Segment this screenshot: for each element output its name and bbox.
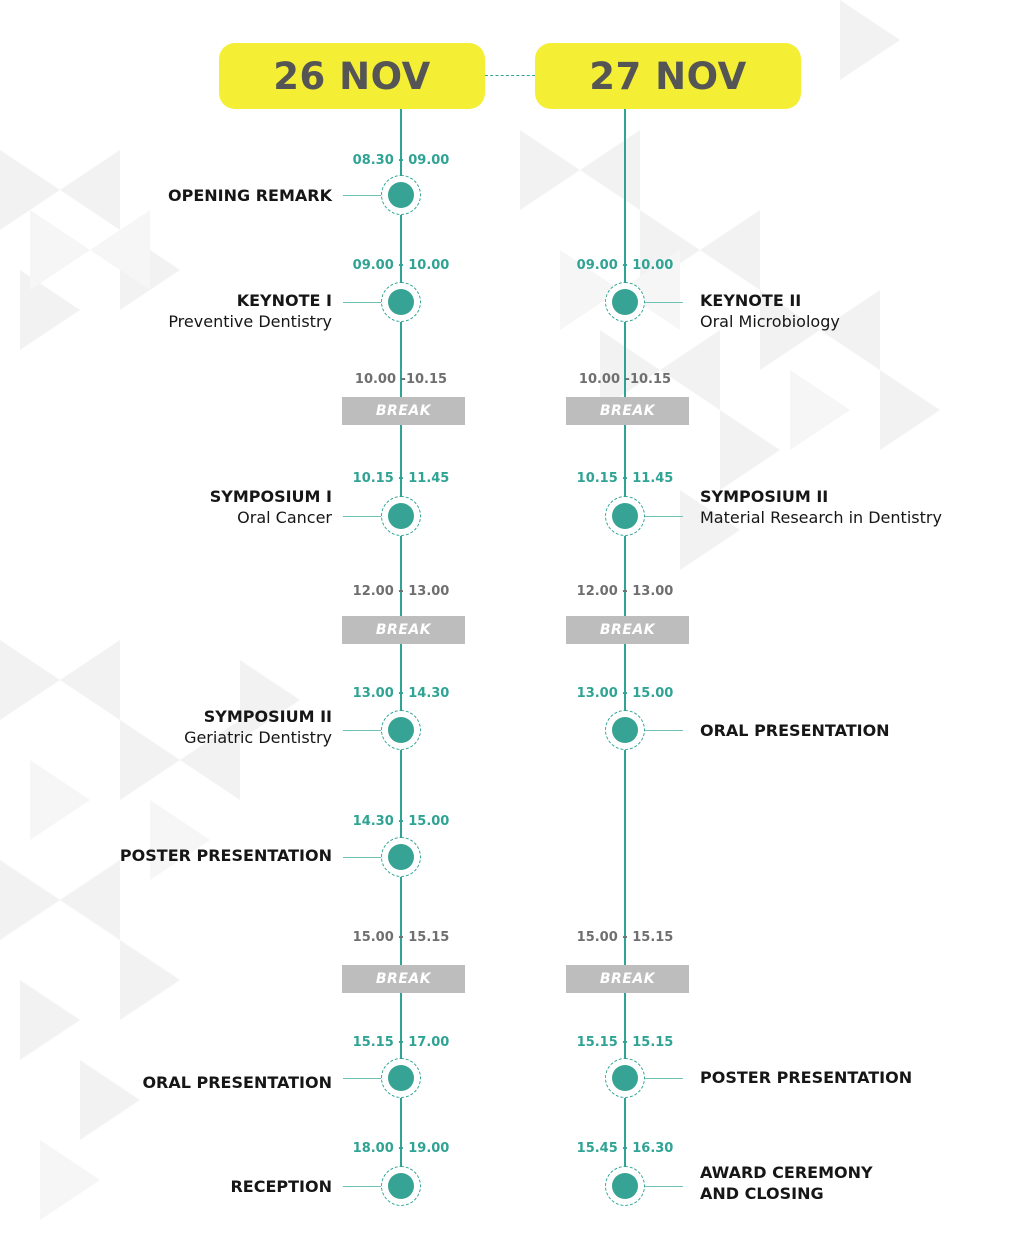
event-title: RECEPTION [230,1177,332,1196]
event-title: OPENING REMARK [168,186,332,205]
event-title: POSTER PRESENTATION [700,1068,913,1087]
event-marker [605,710,645,750]
event-subtitle: Oral Cancer [237,508,332,527]
event-marker [381,1166,421,1206]
timeline-line-day1 [400,109,402,1202]
event-title: POSTER PRESENTATION [119,846,332,865]
event-time: 15.45 - 16.30 [576,1141,674,1156]
marker-dot [612,503,638,529]
break-time: 12.00 - 13.00 [352,584,450,599]
event-connector [645,516,683,517]
marker-dot [612,717,638,743]
event-title: ORAL PRESENTATION [142,1073,332,1092]
marker-dot [612,1173,638,1199]
marker-dot [612,289,638,315]
event-label: KEYNOTE I Preventive Dentistry [168,290,332,332]
marker-dot [388,1065,414,1091]
event-time: 10.15 - 11.45 [352,471,450,486]
break-bar: BREAK [566,965,689,993]
event-connector [343,730,381,731]
event-title-line2: AND CLOSING [700,1184,824,1203]
event-marker [381,837,421,877]
event-label: ORAL PRESENTATION [142,1072,332,1093]
event-title: ORAL PRESENTATION [700,721,890,740]
event-marker [605,1166,645,1206]
event-label: SYMPOSIUM I Oral Cancer [210,486,332,528]
event-connector [343,302,381,303]
event-connector [645,730,683,731]
event-connector [645,1186,683,1187]
event-marker [605,282,645,322]
break-time: 15.00 - 15.15 [352,930,450,945]
marker-dot [388,182,414,208]
event-time: 14.30 - 15.00 [352,814,450,829]
marker-dot [612,1065,638,1091]
break-bar: BREAK [342,965,465,993]
break-time: 15.00 - 15.15 [576,930,674,945]
event-label: ORAL PRESENTATION [700,720,890,741]
event-connector [343,1078,381,1079]
day-header-27-nov: 27 NOV [535,43,801,109]
event-subtitle: Material Research in Dentistry [700,508,942,527]
event-title: SYMPOSIUM I [209,487,332,506]
event-label: KEYNOTE II Oral Microbiology [700,290,840,332]
event-label: OPENING REMARK [168,185,332,206]
event-marker [605,496,645,536]
day-connector-line [485,75,535,76]
event-time: 09.00 - 10.00 [352,258,450,273]
event-marker [381,175,421,215]
event-connector [645,1078,683,1079]
event-connector [343,516,381,517]
marker-dot [388,844,414,870]
day-header-26-nov: 26 NOV [219,43,485,109]
break-time: 10.00 -10.15 [354,372,448,387]
event-time: 13.00 - 15.00 [576,686,674,701]
event-label: SYMPOSIUM II Material Research in Dentis… [700,486,942,528]
event-marker [381,282,421,322]
event-subtitle: Geriatric Dentistry [184,728,332,747]
event-title: SYMPOSIUM II [203,707,332,726]
event-label: POSTER PRESENTATION [700,1067,912,1088]
break-time: 12.00 - 13.00 [576,584,674,599]
break-bar: BREAK [566,616,689,644]
event-marker [381,496,421,536]
event-time: 10.15 - 11.45 [576,471,674,486]
event-title: SYMPOSIUM II [700,487,829,506]
marker-dot [388,289,414,315]
event-subtitle: Oral Microbiology [700,312,840,331]
event-connector [343,1186,381,1187]
break-bar: BREAK [342,616,465,644]
marker-dot [388,1173,414,1199]
event-marker [605,1058,645,1098]
event-label: AWARD CEREMONY AND CLOSING [700,1162,873,1204]
event-marker [381,1058,421,1098]
event-subtitle: Preventive Dentistry [168,312,332,331]
event-time: 09.00 - 10.00 [576,258,674,273]
event-marker [381,710,421,750]
event-title: AWARD CEREMONY [700,1163,873,1182]
event-title: KEYNOTE II [700,291,802,310]
event-connector [343,857,381,858]
event-title: KEYNOTE I [236,291,332,310]
event-label: RECEPTION [230,1176,332,1197]
event-connector [645,302,683,303]
marker-dot [388,503,414,529]
event-time: 08.30 - 09.00 [352,153,450,168]
event-time: 13.00 - 14.30 [352,686,450,701]
event-time: 18.00 - 19.00 [352,1141,450,1156]
event-label: SYMPOSIUM II Geriatric Dentistry [184,706,332,748]
event-time: 15.15 - 15.15 [576,1035,674,1050]
break-bar: BREAK [566,397,689,425]
marker-dot [388,717,414,743]
event-time: 15.15 - 17.00 [352,1035,450,1050]
break-time: 10.00 -10.15 [578,372,672,387]
event-label: POSTER PRESENTATION [120,845,332,866]
break-bar: BREAK [342,397,465,425]
timeline-line-day2 [624,109,626,1202]
event-connector [343,195,381,196]
